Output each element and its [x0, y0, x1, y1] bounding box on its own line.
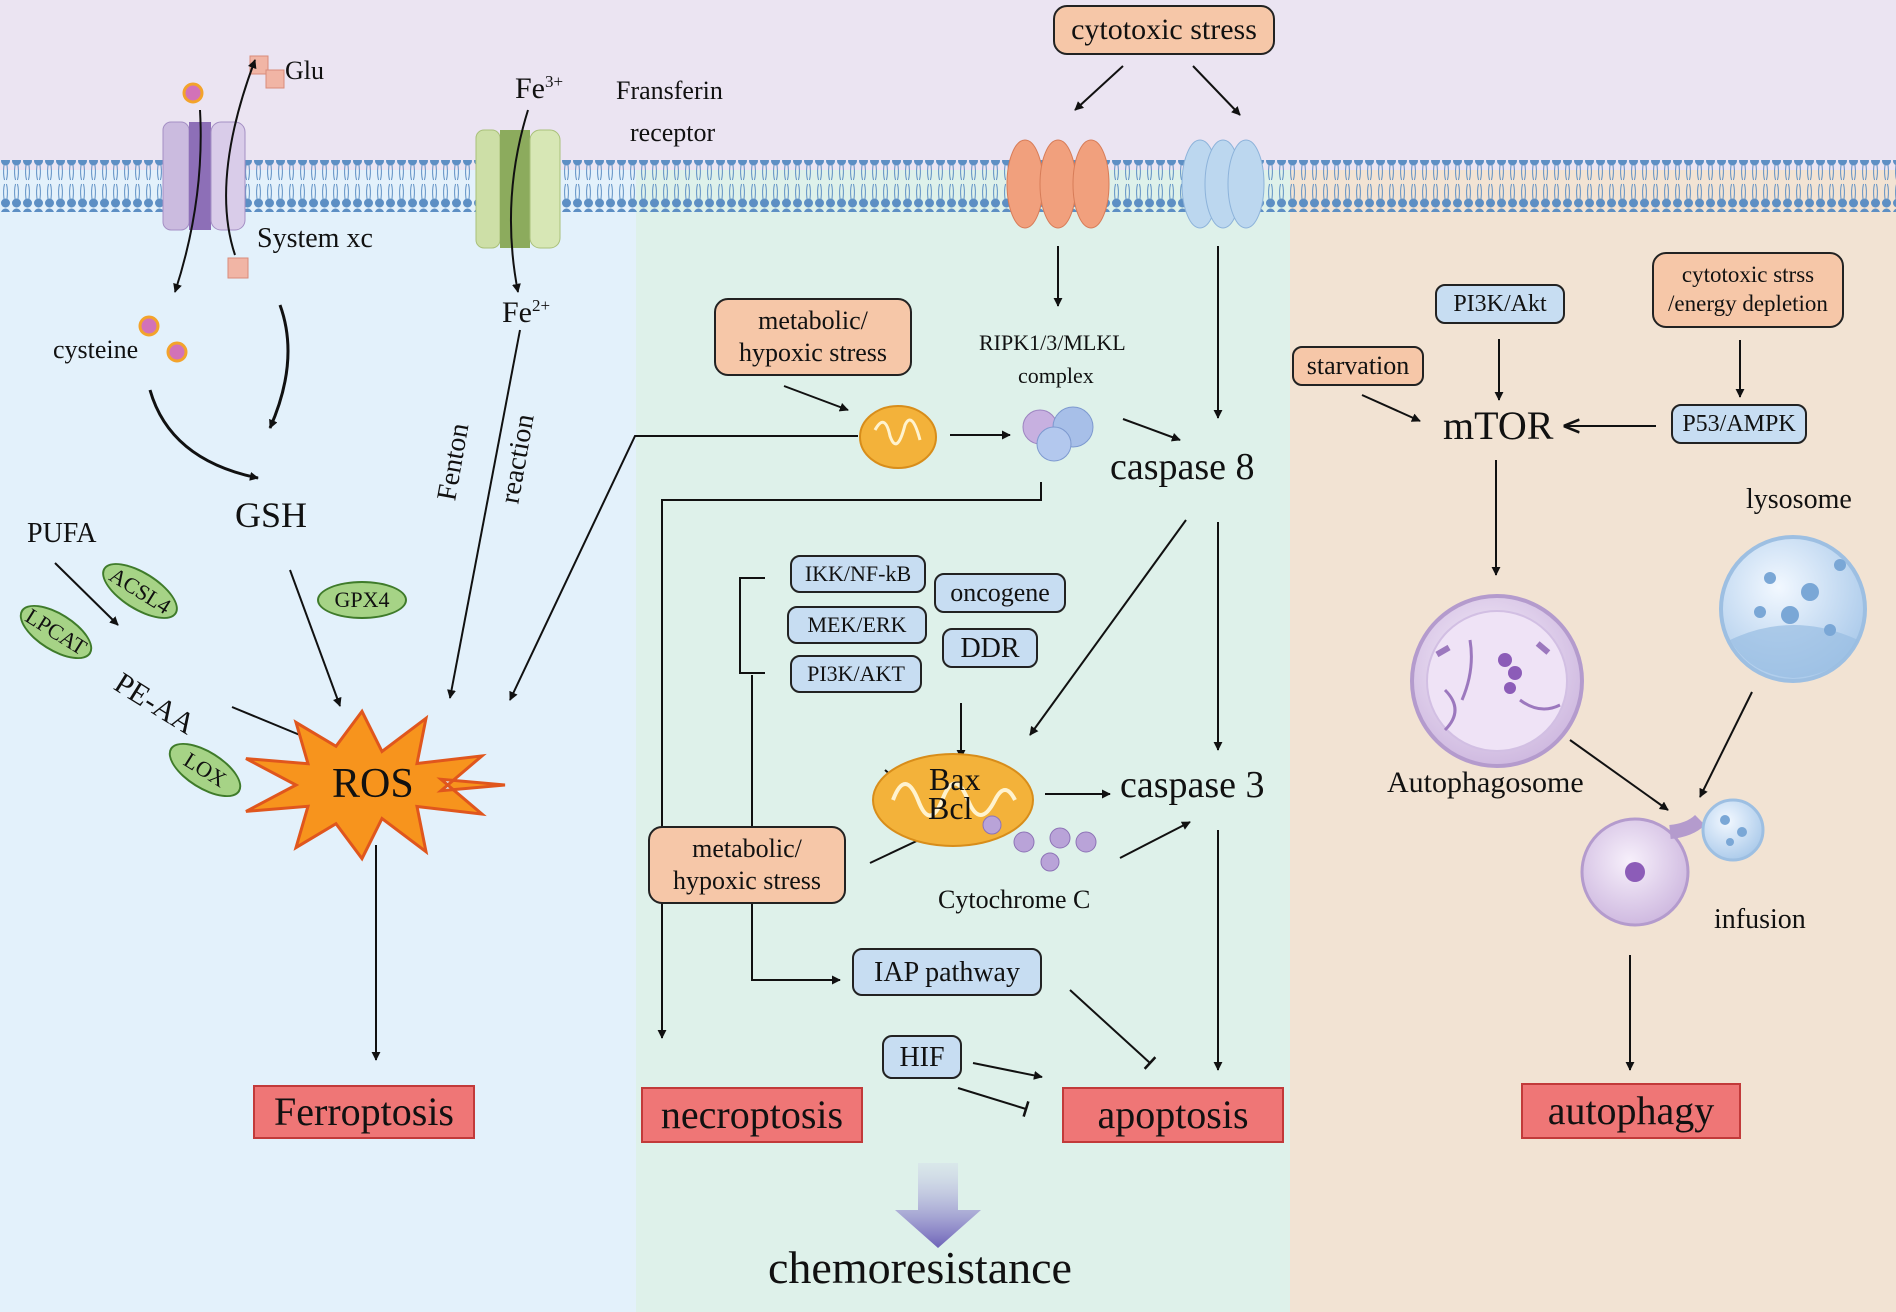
pufa-label: PUFA: [27, 518, 97, 549]
fe3-label: Fe3+: [515, 73, 563, 104]
metabolic-stress-top-box: metabolic/ hypoxic stress: [714, 298, 912, 376]
autophagosome-label: Autophagosome: [1387, 766, 1584, 799]
cytotoxic-stress-box: cytotoxic stress: [1053, 5, 1275, 55]
hif-box: HIF: [882, 1035, 962, 1079]
ros-label: ROS: [332, 761, 414, 807]
system-xc-transporter: [162, 121, 246, 231]
caspase8-label: caspase 8: [1110, 446, 1255, 488]
p53-ampk-box: P53/AMPK: [1671, 404, 1807, 444]
caspase3-label: caspase 3: [1120, 764, 1265, 806]
ripk-label-line2: complex: [1018, 363, 1094, 388]
fe2-base: Fe: [502, 296, 532, 329]
ros-star-icon: [245, 708, 506, 862]
autolysosome-icon: [1580, 798, 1765, 927]
death-receptor-blue: [1181, 139, 1265, 229]
lysosome-label: lysosome: [1746, 484, 1852, 515]
fe3-base: Fe: [515, 72, 545, 105]
extracellular-region: [0, 0, 1896, 170]
glutamate-inner-icon: [227, 257, 249, 279]
transferrin-label-line2: receptor: [630, 118, 716, 147]
bax-label: Bax: [929, 761, 981, 797]
ikk-nfkb-box: IKK/NF-kB: [790, 555, 926, 593]
cystine-molecule-icon: [182, 82, 204, 104]
gsh-label: GSH: [235, 495, 308, 535]
cytotoxic-energy-line1: cytotoxic strss: [1681, 262, 1815, 288]
transferrin-label-line1: Fransferin: [616, 76, 723, 105]
ripk-label-line1: RIPK1/3/MLKL: [979, 330, 1126, 355]
autophagosome-icon: [1410, 594, 1584, 768]
glu-label: Glu: [285, 56, 324, 85]
cysteine-molecule-icon: [138, 315, 160, 337]
fe2-charge: 2+: [532, 296, 551, 315]
bcl-label: Bcl: [928, 790, 973, 826]
chemoresistance-arrow-icon: [895, 1163, 981, 1248]
gpx4-enzyme: GPX4: [317, 581, 407, 619]
pi3k-akt-autophagy-box: PI3K/Akt: [1435, 284, 1565, 324]
pi3k-akt-box: PI3K/AKT: [790, 655, 922, 693]
iap-pathway-box: IAP pathway: [852, 948, 1042, 996]
fe3-charge: 3+: [545, 72, 564, 91]
infusion-label: infusion: [1714, 904, 1806, 935]
cytotoxic-energy-line2: /energy depletion: [1668, 291, 1828, 316]
metabolic-stress-bottom-line2: hypoxic stress: [672, 866, 822, 895]
cytotoxic-energy-box: cytotoxic strss /energy depletion: [1652, 252, 1844, 328]
mitochondrion-icon: [859, 405, 937, 469]
mek-erk-box: MEK/ERK: [787, 606, 927, 644]
autophagy-panel-bg: [1290, 170, 1896, 1312]
metabolic-stress-top-line2: hypoxic stress: [738, 338, 888, 367]
metabolic-stress-bottom-line1: metabolic/: [692, 833, 802, 863]
necroptosis-outcome: necroptosis: [641, 1087, 863, 1143]
ferroptosis-outcome: Ferroptosis: [253, 1085, 475, 1139]
autophagy-outcome: autophagy: [1521, 1083, 1741, 1139]
death-receptor-orange: [1006, 139, 1110, 229]
metabolic-stress-top-line1: metabolic/: [758, 305, 868, 335]
cytochrome-c-icon: [982, 815, 1097, 872]
ddr-box: DDR: [942, 628, 1038, 668]
mtor-label: mTOR: [1443, 403, 1554, 448]
metabolic-stress-bottom-box: metabolic/ hypoxic stress: [648, 826, 846, 904]
cell-membrane: [0, 160, 1896, 212]
cytochrome-c-label: Cytochrome C: [938, 885, 1091, 914]
apoptosis-outcome: apoptosis: [1062, 1087, 1284, 1143]
ripk-complex-icon: [1022, 406, 1094, 462]
fe2-label: Fe2+: [502, 297, 550, 328]
lysosome-icon: [1719, 535, 1867, 683]
chemoresistance-label: chemoresistance: [768, 1242, 1072, 1293]
oncogene-box: oncogene: [934, 573, 1066, 613]
system-xc-label: System xc: [257, 223, 373, 254]
cysteine-molecule-icon-2: [166, 341, 188, 363]
starvation-box: starvation: [1292, 346, 1424, 386]
transferrin-receptor: [475, 129, 561, 249]
cysteine-label: cysteine: [53, 335, 139, 364]
